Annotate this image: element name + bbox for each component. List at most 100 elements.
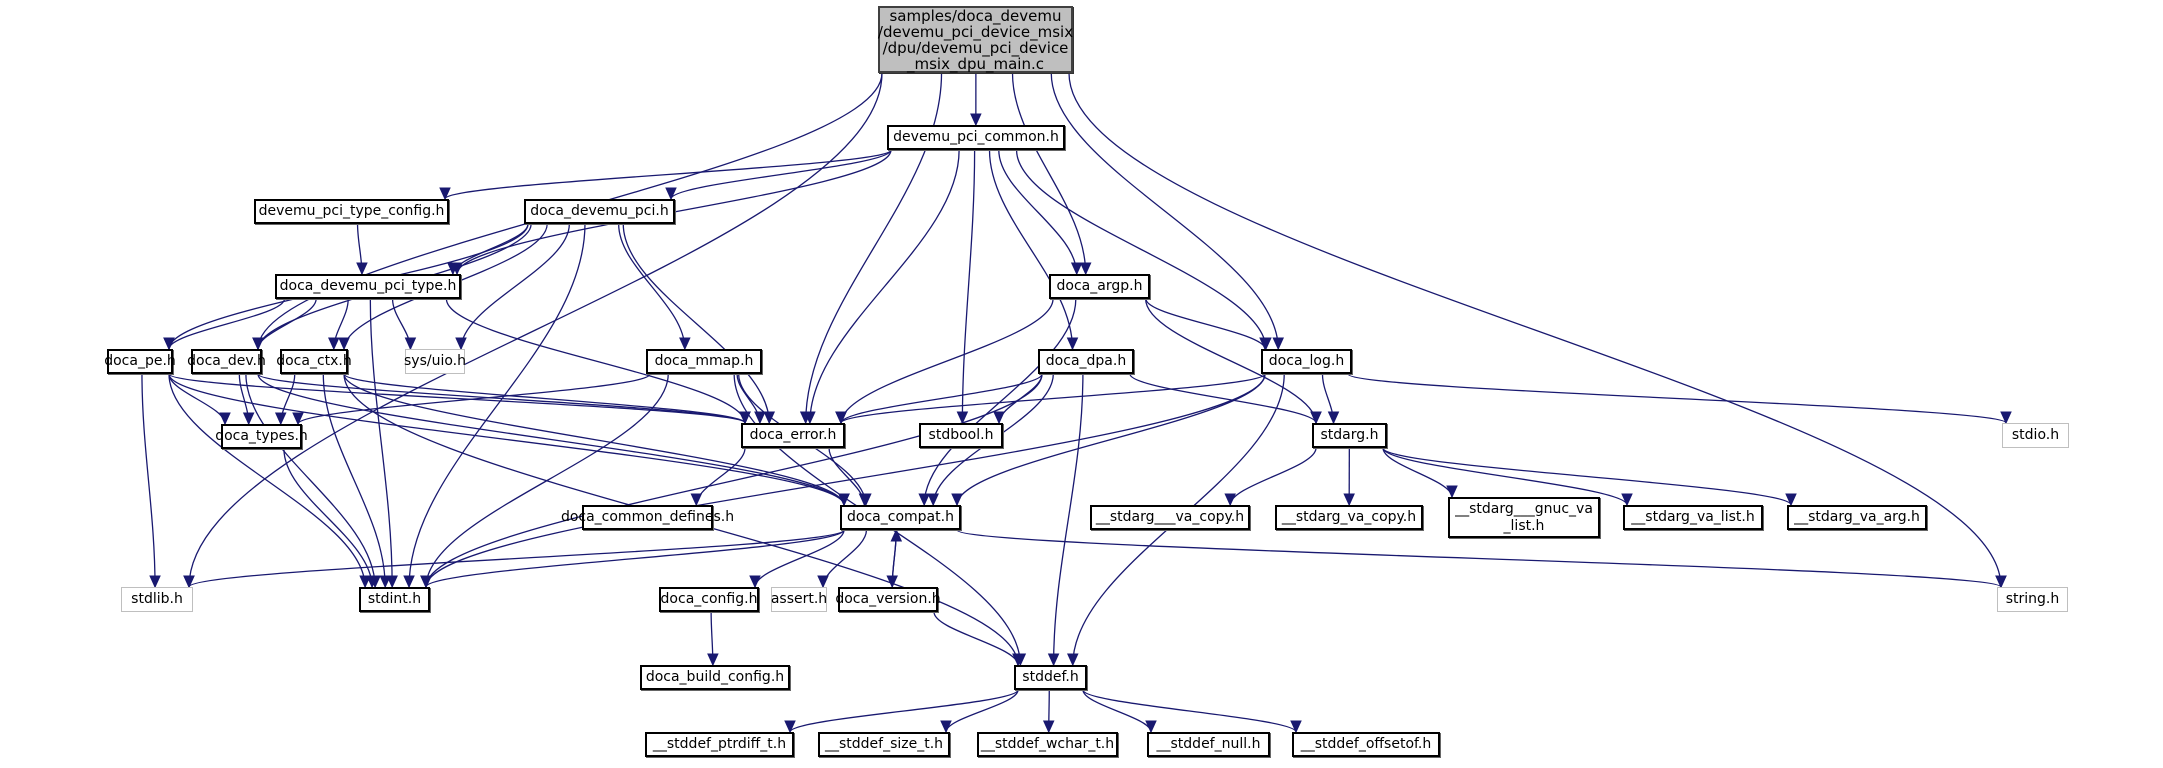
arrowhead-icon [1446,485,1458,499]
node-label: __stddef_wchar_t.h [980,736,1115,752]
node-stddef-wchar-t[interactable]: __stddef_wchar_t.h [977,732,1118,757]
node-stddef[interactable]: stddef.h [1014,665,1087,690]
node-label: __stdarg___va_copy.h [1095,509,1245,525]
arrowhead-icon [690,493,703,507]
node-stddef-size-t[interactable]: __stddef_size_t.h [818,732,950,757]
node-assert[interactable]: assert.h [771,587,827,612]
node-doca-devemu-pci[interactable]: doca_devemu_pci.h [524,199,675,224]
arrowhead-icon [707,653,719,667]
node-label: doca_argp.h [1056,278,1143,294]
node-doca-types[interactable]: doca_types.h [215,424,308,449]
arrowhead-icon [940,720,952,734]
arrowhead-icon [1042,720,1055,734]
node-label: sys/uio.h [404,353,466,369]
arrowhead-icon [927,493,939,507]
node-label: doca_dpa.h [1045,353,1127,369]
node-label: string.h [2005,591,2060,607]
edge-doca_dpa-to-stdint [425,373,1043,588]
node-label: doca_error.h [749,427,837,443]
node-label: stdarg.h [1320,427,1379,443]
arrowhead-icon [404,337,417,351]
edge-doca_dev-to-stdint [245,373,376,588]
node-doca-devemu-pci-type[interactable]: doca_devemu_pci_type.h [275,274,461,299]
arrowhead-icon [858,493,871,507]
node-label: stdio.h [2011,427,2060,443]
edge-stddef-to-stddef_ptrdiff_t [789,689,1019,733]
arrowhead-icon [749,575,761,589]
edge-doca_devemu_pci-to-doca_error [622,223,770,424]
arrowhead-icon [386,575,398,589]
node-stdio[interactable]: stdio.h [2002,423,2069,448]
node-stdint[interactable]: stdint.h [359,587,430,612]
node-stdarg-gnuc-va-list[interactable]: __stdarg___gnuc_va _list.h [1448,497,1600,538]
node-root: samples/doca_devemu /devemu_pci_device_m… [878,6,1073,73]
node-label: stdlib.h [131,591,183,607]
node-doca-compat[interactable]: doca_compat.h [840,505,961,530]
arrowhead-icon [1224,493,1236,507]
arrowhead-icon [918,493,930,507]
edge-root-to-string [1068,72,2002,588]
node-doca-dev[interactable]: doca_dev.h [187,349,266,374]
node-doca-build-config[interactable]: doca_build_config.h [640,665,790,690]
arrowhead-icon [784,720,796,734]
edge-doca_pe-to-doca_error [168,373,746,424]
node-label: devemu_pci_common.h [893,129,1059,145]
arrowhead-icon [754,411,766,425]
edge-devemu_pci_common-to-doca_error [809,149,960,424]
edge-doca_dpa-to-stddef [1052,373,1084,666]
node-doca-version[interactable]: doca_version.h [835,587,941,612]
node-doca-config[interactable]: doca_config.h [659,587,759,612]
node-label: stdint.h [367,591,422,607]
node-doca-mmap[interactable]: doca_mmap.h [646,349,762,374]
node-string[interactable]: string.h [1997,587,2068,612]
arrowhead-icon [242,412,255,426]
node-label: __stddef_offsetof.h [1300,736,1432,752]
edge-doca_dev-to-doca_error [257,373,746,424]
arrowhead-icon [359,575,371,589]
node-doca-error[interactable]: doca_error.h [741,423,845,448]
edge-doca_pe-to-stdint [168,373,366,588]
arrowhead-icon [149,575,161,589]
node-stddef-offsetof[interactable]: __stddef_offsetof.h [1292,732,1440,757]
edge-devemu_pci_common-to-stdbool [961,149,976,424]
node-stdbool[interactable]: stdbool.h [919,423,1003,448]
edge-stdarg-to-stdarg_va_arg [1382,447,1792,506]
edge-doca_devemu_pci-to-sys_uio [460,223,570,350]
arrowhead-icon [274,412,287,426]
edge-root-to-stdlib [188,72,883,588]
node-stdarg-va-list[interactable]: __stdarg_va_list.h [1623,505,1763,530]
node-stdarg[interactable]: stdarg.h [1312,423,1387,448]
node-stdlib[interactable]: stdlib.h [121,587,193,612]
node-label: doca_build_config.h [645,669,785,685]
arrowhead-icon [366,575,378,589]
node-doca-argp[interactable]: doca_argp.h [1049,274,1150,299]
node-devemu-pci-type-config[interactable]: devemu_pci_type_config.h [254,199,449,224]
node-label: doca_types.h [215,428,308,444]
arrowhead-icon [252,337,264,351]
node-devemu-pci-common[interactable]: devemu_pci_common.h [887,125,1065,150]
node-label: doca_common_defines.h [560,509,735,525]
edge-devemu_pci_common-to-doca_log [1015,149,1267,350]
node-label: doca_pe.h [104,353,176,369]
node-stddef-ptrdiff-t[interactable]: __stddef_ptrdiff_t.h [645,732,794,757]
node-doca-ctx[interactable]: doca_ctx.h [276,349,352,374]
node-sys-uio[interactable]: sys/uio.h [404,349,466,374]
arrowhead-icon [1145,720,1157,734]
node-label: __stddef_null.h [1156,736,1261,752]
arrowhead-icon [420,575,432,589]
arrowhead-icon [1785,493,1797,507]
node-label: doca_ctx.h [276,353,352,369]
node-stdarg-va-copy[interactable]: __stdarg___va_copy.h [1090,505,1250,530]
node-stddef-null[interactable]: __stddef_null.h [1147,732,1270,757]
node-doca-dpa[interactable]: doca_dpa.h [1038,349,1134,374]
node-doca-common-defines[interactable]: doca_common_defines.h [561,505,734,530]
edge-doca_mmap-to-stdint [425,373,669,588]
arrowhead-icon [739,411,751,425]
node-doca-log[interactable]: doca_log.h [1261,349,1352,374]
node-stdarg-va-copy[interactable]: __stdarg_va_copy.h [1275,505,1423,530]
edge-doca_devemu_pci_type-to-stdint [369,298,393,588]
arrowhead-icon [804,411,816,425]
node-doca-pe[interactable]: doca_pe.h [104,349,176,374]
node-stdarg-va-arg[interactable]: __stdarg_va_arg.h [1787,505,1927,530]
